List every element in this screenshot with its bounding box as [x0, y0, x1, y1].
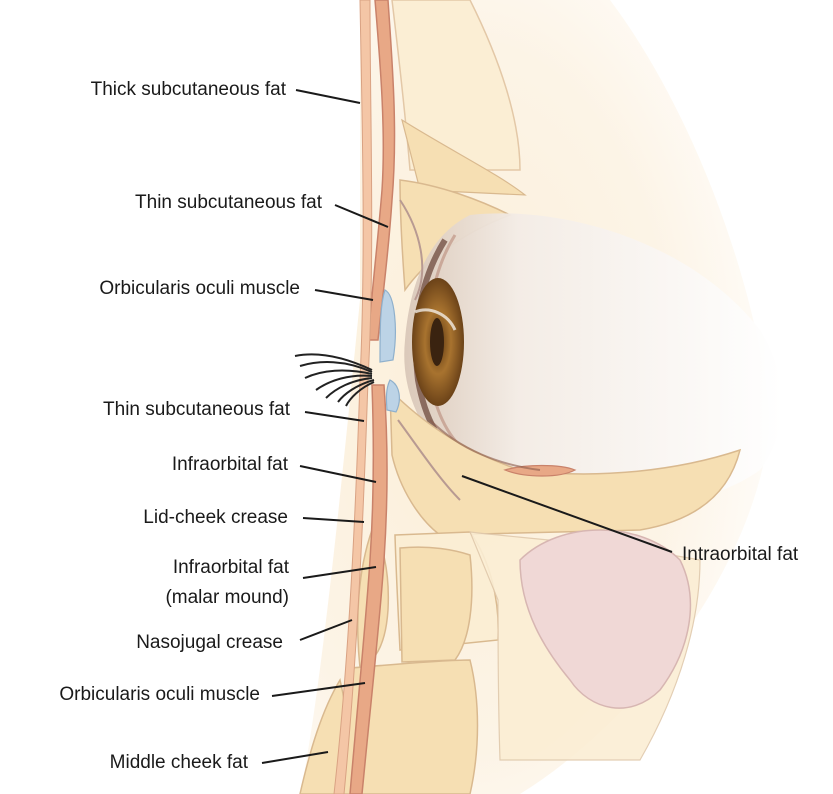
label-thin-subcutaneous-fat-upper: Thin subcutaneous fat	[135, 192, 323, 213]
label-lid-cheek-crease: Lid-cheek crease	[143, 507, 288, 528]
label-orbicularis-oculi-muscle-upper: Orbicularis oculi muscle	[99, 278, 300, 299]
label-nasojugal-crease: Nasojugal crease	[136, 632, 283, 653]
label-thin-subcutaneous-fat-lower: Thin subcutaneous fat	[103, 399, 291, 420]
label-infraorbital-fat: Infraorbital fat	[172, 454, 289, 475]
label-intraorbital-fat: Intraorbital fat	[682, 544, 799, 565]
label-orbicularis-oculi-muscle-lower: Orbicularis oculi muscle	[59, 684, 260, 705]
label-thick-subcutaneous-fat: Thick subcutaneous fat	[91, 79, 287, 100]
leader-thick-subcutaneous-fat	[296, 90, 360, 103]
label-middle-cheek-fat: Middle cheek fat	[110, 752, 249, 773]
label-infraorbital-fat-malar-line2: (malar mound)	[165, 587, 289, 608]
label-infraorbital-fat-malar-line1: Infraorbital fat	[173, 557, 290, 578]
pupil	[430, 318, 444, 366]
